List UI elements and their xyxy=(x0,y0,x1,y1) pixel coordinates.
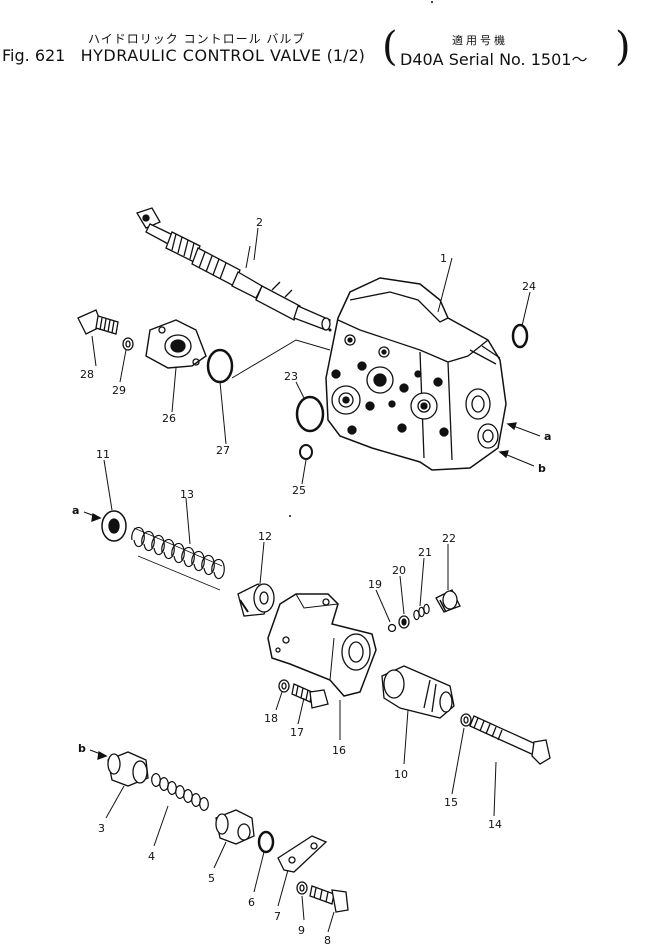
callout-24: 24 xyxy=(522,280,536,293)
part-1-valve-body xyxy=(325,277,507,471)
japanese-title: ハイドロリック コントロール バルブ xyxy=(88,32,306,46)
part-3-spring-seat xyxy=(107,751,149,787)
part-19-ball xyxy=(387,623,397,633)
callout-23: 23 xyxy=(284,370,298,383)
part-12-piston xyxy=(237,583,275,617)
callout-labels: 2 1 24 28 29 26 27 23 25 11 13 12 19 20 … xyxy=(72,216,551,946)
open-parenthesis: ( xyxy=(382,24,398,70)
part-26-flange xyxy=(145,319,207,369)
part-16-cover xyxy=(267,593,377,697)
callout-16: 16 xyxy=(332,744,346,757)
callout-19: 19 xyxy=(368,578,382,591)
callout-21: 21 xyxy=(418,546,432,559)
callout-25: 25 xyxy=(292,484,306,497)
part-6-o-ring xyxy=(257,830,275,854)
part-7-plate xyxy=(277,835,328,873)
part-20-seat xyxy=(398,615,410,629)
part-18-washer xyxy=(278,679,290,693)
figure-number: Fig. 621 xyxy=(2,46,66,65)
part-11-spring-seat xyxy=(101,510,127,542)
part-23-o-ring xyxy=(295,395,325,433)
part-24-o-ring xyxy=(511,323,529,349)
part-27-o-ring xyxy=(206,348,234,384)
callout-6: 6 xyxy=(248,896,255,909)
port-label-a-body: a xyxy=(544,430,551,443)
applicable-serial: D40A Serial No. 1501～ xyxy=(400,50,588,69)
part-13-spring xyxy=(131,526,225,591)
close-parenthesis: ) xyxy=(615,24,631,70)
callout-14: 14 xyxy=(488,818,502,831)
callout-1: 1 xyxy=(440,252,447,265)
part-10-sleeve xyxy=(381,665,455,719)
callout-5: 5 xyxy=(208,872,215,885)
callout-9: 9 xyxy=(298,924,305,937)
part-14-bolt xyxy=(469,715,551,765)
callout-27: 27 xyxy=(216,444,230,457)
part-5-piston xyxy=(215,809,255,845)
callout-22: 22 xyxy=(442,532,456,545)
callout-17: 17 xyxy=(290,726,304,739)
callout-8: 8 xyxy=(324,934,331,946)
part-21-spring xyxy=(413,603,430,621)
callout-13: 13 xyxy=(180,488,194,501)
part-4-spring xyxy=(151,773,209,811)
leader-lines xyxy=(91,227,531,933)
part-2-spool xyxy=(136,207,331,331)
callout-3: 3 xyxy=(98,822,105,835)
callout-28: 28 xyxy=(80,368,94,381)
part-9-washer xyxy=(296,881,308,895)
callout-2: 2 xyxy=(256,216,263,229)
figure-title: HYDRAULIC CONTROL VALVE xyxy=(80,46,322,65)
callout-29: 29 xyxy=(112,384,126,397)
port-label-b-seat: b xyxy=(78,742,86,755)
callout-4: 4 xyxy=(148,850,155,863)
callout-20: 20 xyxy=(392,564,406,577)
port-label-b-body: b xyxy=(538,462,546,475)
applicable-japanese: 適用号機 xyxy=(452,34,508,47)
figure-title-line: Fig. 621 HYDRAULIC CONTROL VALVE (1/2) xyxy=(2,46,365,65)
part-15-washer xyxy=(460,713,472,727)
callout-11: 11 xyxy=(96,448,110,461)
part-22-plug xyxy=(435,589,461,613)
part-28-bolt xyxy=(77,309,119,335)
part-25-o-ring xyxy=(299,444,313,460)
part-29-washer xyxy=(122,337,134,351)
part-17-bolt xyxy=(291,683,329,709)
port-label-a-seat: a xyxy=(72,504,79,517)
figure-fraction: (1/2) xyxy=(326,46,365,65)
callout-7: 7 xyxy=(274,910,281,923)
callout-10: 10 xyxy=(394,768,408,781)
callout-26: 26 xyxy=(162,412,176,425)
callout-12: 12 xyxy=(258,530,272,543)
callout-15: 15 xyxy=(444,796,458,809)
figure-header: ハイドロリック コントロール バルブ Fig. 621 HYDRAULIC CO… xyxy=(0,0,663,80)
callout-18: 18 xyxy=(264,712,278,725)
part-8-bolt xyxy=(309,885,349,913)
